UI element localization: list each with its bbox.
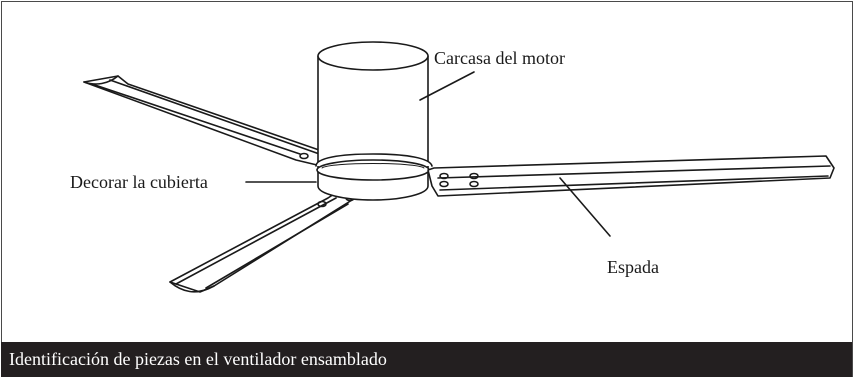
blade-upper-left xyxy=(83,75,349,171)
blade-right xyxy=(427,155,835,197)
label-motor-housing: Carcasa del motor xyxy=(434,48,565,68)
blade-lower-left xyxy=(169,189,355,293)
caption-text: Identificación de piezas en el ventilado… xyxy=(9,349,387,369)
ceiling-fan-diagram xyxy=(83,41,835,293)
decorative-cover xyxy=(315,153,433,201)
label-decorative-cover: Decorar la cubierta xyxy=(70,172,208,192)
leader-motor-housing xyxy=(419,71,475,101)
motor-housing xyxy=(317,41,429,169)
leader-blade xyxy=(559,177,611,237)
caption-bar: Identificación de piezas en el ventilado… xyxy=(1,342,852,377)
label-blade: Espada xyxy=(607,257,659,277)
